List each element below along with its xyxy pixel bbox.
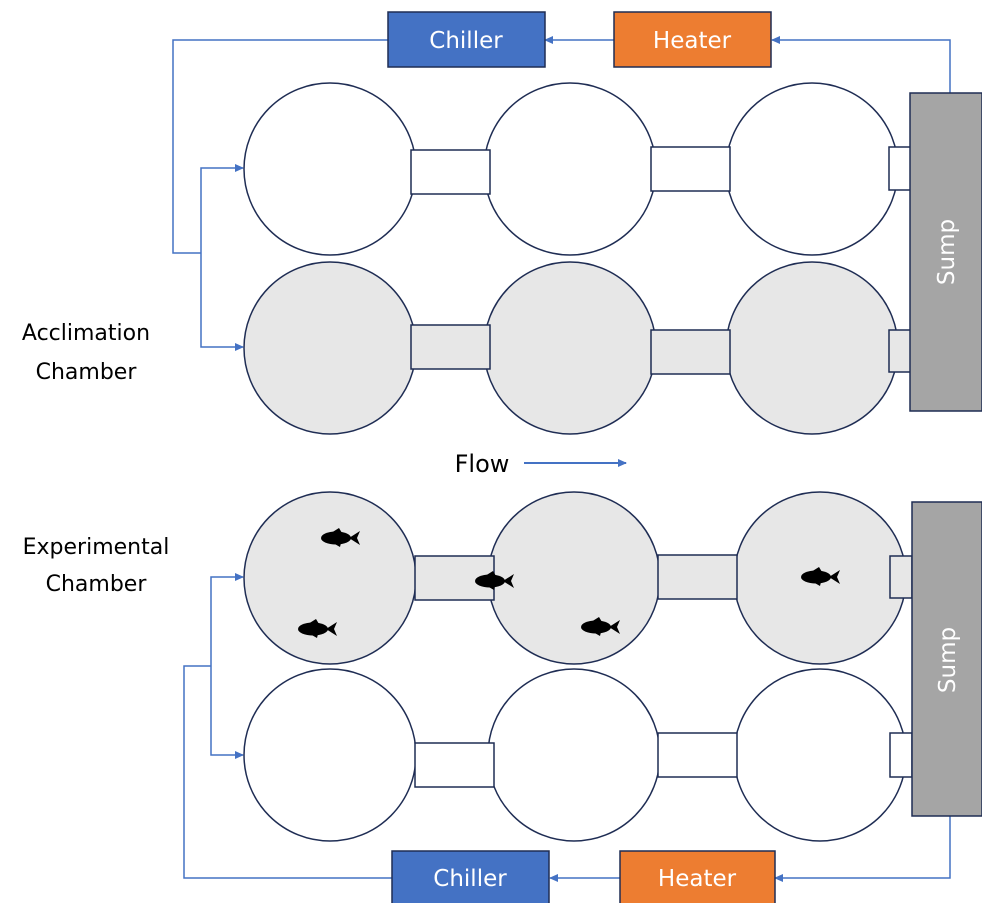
connector bbox=[650, 329, 731, 375]
tank bbox=[243, 82, 417, 256]
experimental-sump bbox=[911, 501, 982, 817]
acclimation-heater-label: Heater bbox=[653, 28, 732, 54]
acclimation-chiller-box bbox=[387, 11, 546, 68]
tank bbox=[733, 668, 907, 842]
experimental-pipe-to-top-row bbox=[210, 573, 244, 666]
acclimation-pipe-to-bottom-row bbox=[200, 253, 244, 351]
experimental-heater-label: Heater bbox=[658, 866, 737, 892]
acclimation-pipe-sump-to-heater bbox=[771, 36, 951, 93]
connector bbox=[410, 149, 491, 195]
acclimation-heater-box bbox=[613, 11, 772, 68]
experimental-chiller-label: Chiller bbox=[433, 866, 507, 892]
experimental-chamber-label-line1: Experimental bbox=[23, 535, 170, 560]
experimental-heater-box bbox=[619, 850, 776, 903]
experimental-pipe-chiller-return bbox=[183, 665, 392, 879]
connector bbox=[414, 742, 495, 788]
acclimation-chamber-label-line1: Acclimation bbox=[22, 321, 150, 346]
experimental-pipe-sump-to-heater bbox=[774, 816, 951, 882]
experimental-bottom-row bbox=[243, 668, 913, 842]
connector bbox=[657, 732, 738, 778]
connector bbox=[888, 146, 912, 191]
tank bbox=[725, 82, 899, 256]
tank bbox=[483, 261, 657, 435]
tank bbox=[243, 668, 417, 842]
acclimation-sump bbox=[909, 92, 982, 412]
experimental-chamber-label-line2: Chamber bbox=[46, 572, 148, 597]
flow-label: Flow bbox=[455, 450, 510, 478]
acclimation-pipe-to-top-row bbox=[200, 164, 244, 253]
acclimation-bottom-row bbox=[243, 261, 912, 435]
acclimation-sump-label: Sump bbox=[934, 219, 960, 285]
connector bbox=[888, 329, 912, 373]
connector bbox=[889, 732, 913, 778]
tank bbox=[483, 82, 657, 256]
experimental-piping bbox=[183, 573, 951, 882]
connector bbox=[650, 146, 731, 192]
acclimation-chamber-label-line2: Chamber bbox=[36, 360, 138, 385]
experimental-pipe-to-bottom-row bbox=[210, 666, 244, 759]
tank bbox=[243, 491, 417, 665]
acclimation-piping bbox=[172, 36, 951, 351]
tank bbox=[487, 491, 661, 665]
connector bbox=[410, 324, 491, 370]
acclimation-pipe-chiller-return bbox=[172, 39, 388, 254]
acclimation-top-row bbox=[243, 82, 912, 256]
experimental-chiller-box bbox=[391, 850, 550, 903]
acclimation-chiller-label: Chiller bbox=[429, 28, 503, 54]
tank bbox=[487, 668, 661, 842]
connector bbox=[657, 554, 738, 600]
tank bbox=[243, 261, 417, 435]
tank bbox=[725, 261, 899, 435]
connector bbox=[889, 555, 913, 599]
experimental-sump-label: Sump bbox=[935, 627, 961, 693]
